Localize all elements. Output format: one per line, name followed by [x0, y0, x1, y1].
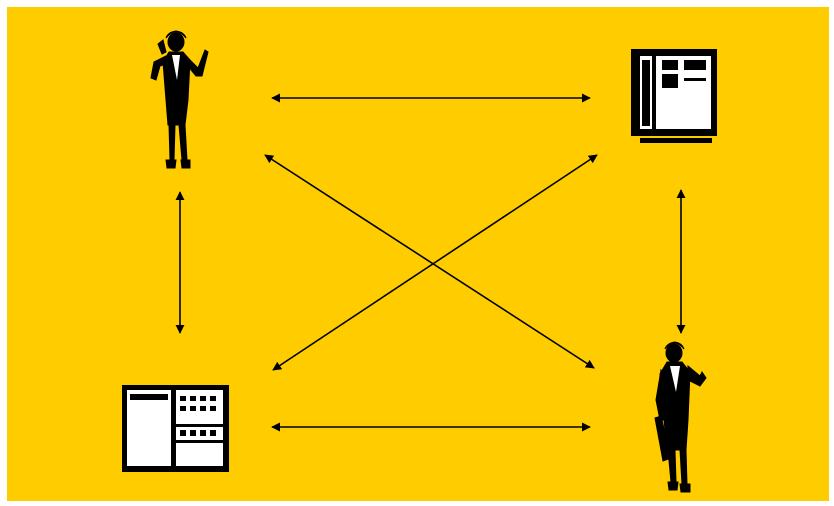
arrow-phone-to-briefcase	[264, 154, 595, 369]
businesswoman-with-briefcase-icon	[654, 341, 707, 493]
arrow-server-to-terminal	[272, 154, 598, 371]
connection-arrows	[175, 93, 686, 432]
computer-server-icon	[631, 49, 717, 143]
businesswoman-on-phone-icon	[150, 30, 209, 169]
computer-terminal-icon	[122, 385, 229, 472]
